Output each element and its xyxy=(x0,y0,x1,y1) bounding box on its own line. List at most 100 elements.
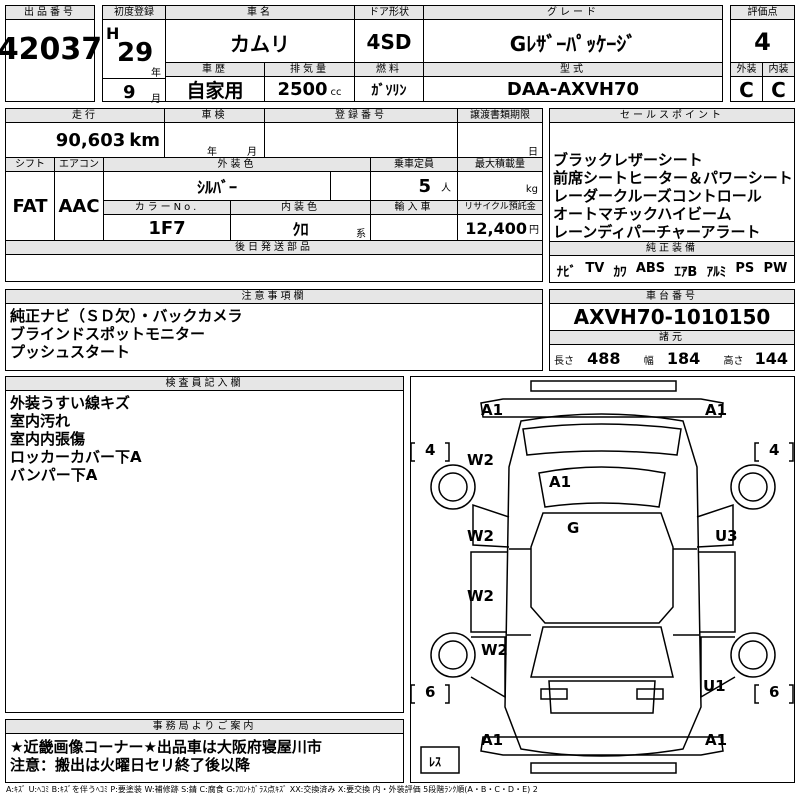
capacity: 5 xyxy=(418,175,431,197)
sales-title: セールスポイント xyxy=(550,109,794,123)
grade-box: グレード Gﾚｻﾞｰﾊﾟｯｹｰｼﾞ xyxy=(423,5,723,63)
color-no-label: カラーNo. xyxy=(104,201,230,215)
later-parts-box: 後日発送部品 xyxy=(5,240,543,282)
notes-box: 注意事項欄 純正ナビ（ＳＤ欠）・バックカメラ ブラインドスポットモニター プッシ… xyxy=(5,289,543,371)
equip-item: ｱﾙﾐ xyxy=(706,265,727,280)
era: H xyxy=(106,24,120,43)
capacity-label: 乗車定員 xyxy=(371,158,457,172)
equipment-box: 純正装備 ﾅﾋﾞ TV ｶﾜ ABS ｴｱB ｱﾙﾐ PS PW xyxy=(549,241,795,283)
legend: A:ｷｽﾞ U:ﾍｺﾐ B:ｷｽﾞを伴うﾍｺﾐ P:要塗装 W:補修跡 S:錆 … xyxy=(6,785,538,794)
capacity-unit: 人 xyxy=(441,182,451,194)
insp-year-unit: 年 xyxy=(207,147,217,158)
equip-item: ABS xyxy=(635,261,666,276)
sales-item: 前席シートヒーター＆パワーシート xyxy=(553,169,793,187)
grade: Gﾚｻﾞｰﾊﾟｯｹｰｼﾞ xyxy=(509,31,637,56)
note-item: プッシュスタート xyxy=(10,343,131,361)
mark-tire-rr: 6 xyxy=(769,683,780,701)
insp-month-unit: 月 xyxy=(247,147,257,158)
door-label: ドア形状 xyxy=(355,6,423,20)
lot-number: 42037 xyxy=(0,31,103,67)
doc-unit: 日 xyxy=(528,147,538,158)
door-box: ドア形状 4SD xyxy=(354,5,424,63)
model-label: 型式 xyxy=(424,63,722,77)
inspector-item: バンパー下A xyxy=(10,466,98,484)
mark-hood: A1 xyxy=(549,473,572,491)
displacement-unit: cc xyxy=(330,87,342,98)
equip-item: ｴｱB xyxy=(674,265,698,280)
sales-item: オートマチックハイビーム xyxy=(553,205,732,223)
inspection-label: 車検 xyxy=(165,109,264,123)
model-box: 型式 DAA-AXVH70 xyxy=(423,62,723,102)
fuel-label: 燃料 xyxy=(355,63,423,77)
history-box: 車歴 自家用 xyxy=(165,62,265,102)
month-unit: 月 xyxy=(151,94,161,105)
mark-left-front-door: W2 xyxy=(467,527,494,545)
int-box: 内装 C xyxy=(762,62,795,102)
mileage-label: 走行 xyxy=(6,109,164,123)
reg-year: 29 xyxy=(117,38,154,68)
lot-label: 出品番号 xyxy=(6,6,94,20)
note-item: ブラインドスポットモニター xyxy=(10,325,206,343)
mileage-unit: km xyxy=(129,130,160,151)
width-label: 幅 xyxy=(643,356,654,367)
inspector-item: 室内内張傷 xyxy=(10,430,86,448)
notes-title: 注意事項欄 xyxy=(6,290,542,304)
load-unit: kg xyxy=(525,184,538,195)
color-box: 外装色 ｼﾙﾊﾞｰ xyxy=(103,157,371,201)
reg-number-box: 登録番号 xyxy=(264,108,458,158)
fuel: ｶﾞｿﾘﾝ xyxy=(371,82,407,99)
chassis-title: 車台番号 xyxy=(550,290,794,304)
door-type: 4SD xyxy=(366,30,412,54)
shift-box: シフト FAT xyxy=(5,157,55,241)
mark-right-front-door: U3 xyxy=(715,527,738,545)
interior-color: ｸﾛ xyxy=(292,220,309,239)
recycle: 12,400 xyxy=(465,218,527,238)
ext-box: 外装 C xyxy=(730,62,763,102)
ac-label: エアコン xyxy=(55,158,103,172)
color-no-box: カラーNo. 1F7 xyxy=(103,200,231,241)
sales-points: セールスポイント ブラックレザーシート 前席シートヒーター＆パワーシート レーダ… xyxy=(549,108,795,242)
ext-grade: C xyxy=(739,77,754,102)
fuel-box: 燃料 ｶﾞｿﾘﾝ xyxy=(354,62,424,102)
interior-color-label: 内装色 xyxy=(231,201,370,215)
sales-item: ブラックレザーシート xyxy=(553,151,703,169)
office-item: ★近畿画像コーナー★出品車は大阪府寝屋川市 xyxy=(10,738,322,756)
mark-left-front-fender: W2 xyxy=(467,451,494,469)
mark-front-right: A1 xyxy=(705,401,728,419)
recycle-label: リサイクル預託金 xyxy=(458,201,542,215)
mark-tire-rl: 6 xyxy=(425,683,436,701)
first-reg-label: 初度登録 xyxy=(103,6,165,20)
mark-front-left: A1 xyxy=(481,401,504,419)
ext-label: 外装 xyxy=(731,63,762,77)
height-label: 高さ xyxy=(723,356,744,367)
equipment-title: 純正装備 xyxy=(550,242,794,256)
doc-deadline-label: 譲渡書類期限 xyxy=(458,109,542,123)
car-name: カムリ xyxy=(230,31,290,56)
grade-label: グレード xyxy=(424,6,722,20)
office-title: 事務局よりご案内 xyxy=(6,720,403,734)
import-box: 輸入車 xyxy=(370,200,458,241)
ac: AAC xyxy=(58,195,100,217)
year-unit: 年 xyxy=(151,68,161,79)
inspector-title: 検査員記入欄 xyxy=(6,377,403,391)
load-box: 最大積載量 kg xyxy=(457,157,543,201)
recycle-unit: 円 xyxy=(529,224,539,236)
interior-unit: 系 xyxy=(356,229,366,240)
equip-item: TV xyxy=(585,261,605,276)
inspector-item: 外装うすい線キズ xyxy=(10,394,131,412)
mark-tire-fl: 4 xyxy=(425,441,436,459)
color-label: 外装色 xyxy=(104,158,370,172)
mark-right-rear: U1 xyxy=(703,677,726,695)
history-label: 車歴 xyxy=(166,63,264,77)
reg-month: 9 xyxy=(123,82,136,103)
later-parts-label: 後日発送部品 xyxy=(6,241,542,255)
load-label: 最大積載量 xyxy=(458,158,542,172)
int-grade: C xyxy=(771,77,786,102)
mark-tire-fr: 4 xyxy=(769,441,780,459)
reg-number-label: 登録番号 xyxy=(265,109,457,123)
lot-box: 出品番号 42037 xyxy=(0,5,103,102)
ac-box: エアコン AAC xyxy=(54,157,104,241)
displacement: 2500 xyxy=(277,79,328,100)
office-item: 注意：搬出は火曜日セリ終了後以降 xyxy=(10,756,251,774)
equip-item: ﾅﾋﾞ xyxy=(556,265,577,280)
